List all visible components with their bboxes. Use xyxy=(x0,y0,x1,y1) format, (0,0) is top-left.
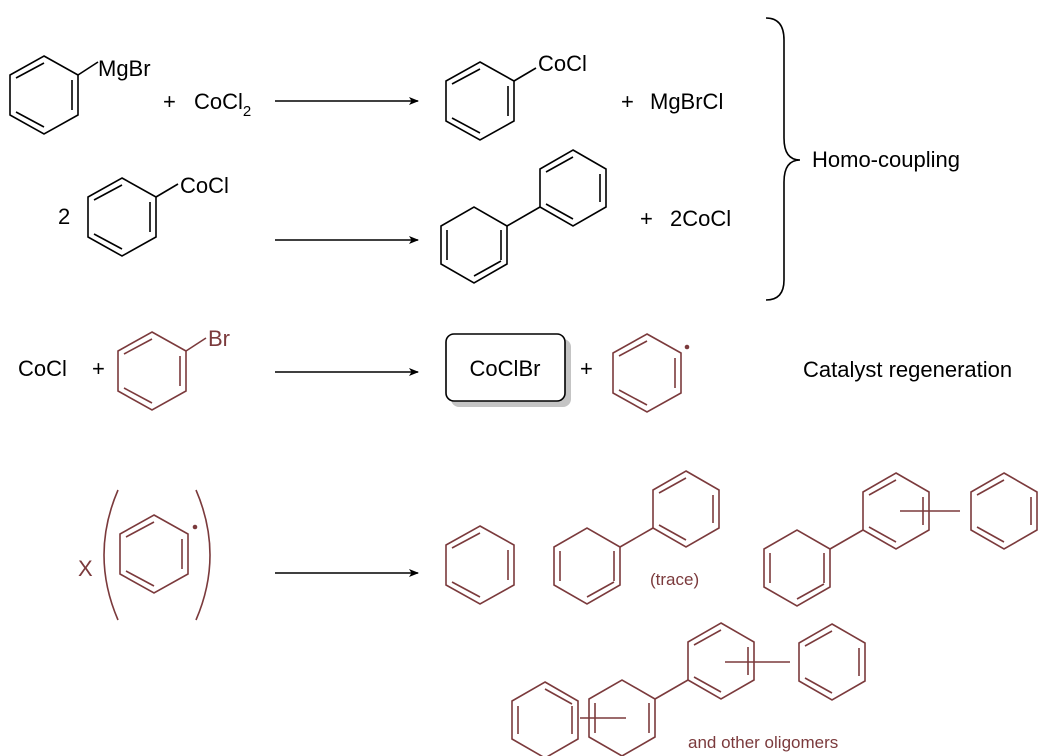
benzene-structure xyxy=(445,525,515,605)
oligomer-structure xyxy=(511,622,866,756)
right-parenthesis xyxy=(195,489,211,621)
cocl-label: CoCl xyxy=(538,51,587,76)
phenyl-magnesium-bromide xyxy=(9,55,99,135)
terphenyl-structure xyxy=(763,472,1038,607)
catalyst-regeneration-label: Catalyst regeneration xyxy=(803,357,1012,382)
cobalt-chloride-label: CoCl2 xyxy=(194,89,251,120)
multiplier-label: X xyxy=(78,556,93,581)
phenyl-radical-structure xyxy=(612,333,682,413)
coefficient-label: 2 xyxy=(58,204,70,229)
mgbr-label: MgBr xyxy=(98,56,151,81)
curly-brace xyxy=(765,17,801,301)
boxed-product-box xyxy=(445,333,566,402)
left-parenthesis xyxy=(103,489,119,621)
phenyl-cobalt-chloride xyxy=(87,177,179,257)
plus-sign: + xyxy=(92,356,105,381)
phenyl-cobalt-chloride xyxy=(445,61,537,141)
cocl-label: CoCl xyxy=(180,173,229,198)
plus-sign: + xyxy=(640,206,653,231)
biphenyl-structure xyxy=(553,470,720,605)
phenyl-radical-structure xyxy=(119,514,189,594)
plus-sign: + xyxy=(580,356,593,381)
radical-dot-icon xyxy=(192,524,198,530)
other-oligomers-label: and other oligomers xyxy=(688,733,838,752)
cocibr-label: CoClBr xyxy=(470,356,541,381)
radical-dot-icon xyxy=(684,344,690,350)
cocl-label: CoCl xyxy=(18,356,67,381)
plus-sign: + xyxy=(621,89,634,114)
byproduct-label: MgBrCl xyxy=(650,89,723,114)
bromine-label: Br xyxy=(208,326,230,351)
trace-label: (trace) xyxy=(650,570,699,589)
byproduct-label: 2CoCl xyxy=(670,206,731,231)
bromobenzene-structure xyxy=(117,331,207,411)
biphenyl-structure xyxy=(440,149,607,284)
homo-coupling-label: Homo-coupling xyxy=(812,147,960,172)
plus-sign: + xyxy=(163,89,176,114)
